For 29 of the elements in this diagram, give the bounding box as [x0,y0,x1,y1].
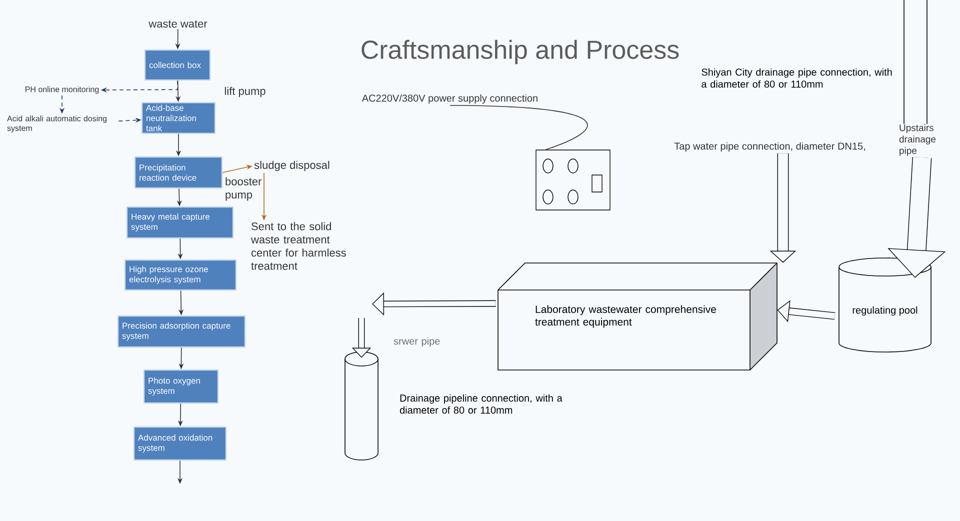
node-label: regulating pool [852,306,918,316]
process-box: Photo oxygen system [143,369,219,404]
process-box: Acid-base neutralization tank [141,102,216,134]
power-socket-drawing [536,150,610,210]
cylinder-tank-drawing: regulating pool [838,258,932,352]
process-box: collection box [144,49,211,81]
process-box: Heavy metal capture system [126,206,234,239]
text-label: Sent to the solid waste treatment center for harmless treatment [251,222,346,270]
text-label: waste water [148,20,208,28]
process-box: Precision adsorption capture system [117,315,246,348]
text-label: Upstairs drainage pipe [899,124,936,156]
pipe-caption: srwer pipe [394,337,440,347]
text-label: Shiyan City drainage pipe connection, with a diameter of 80 or 110mm [702,68,892,88]
text-label: AC220V/380V power supply connection [362,94,538,104]
node-label: Laboratory wastewater comprehensive treatment equipment [535,305,716,328]
text-label: PH online monitoring [26,86,99,94]
cylinder-tank-drawing [344,352,378,460]
title: Craftsmanship and Process [362,40,679,64]
text-label: Tap water pipe connection, diameter DN15, [674,142,865,152]
process-box: High pressure ozone electrolysis system [124,259,237,291]
text-label: sludge disposal [254,160,330,172]
text-label: booster pump [226,177,262,201]
equipment-box-drawing: Laboratory wastewater comprehensive treatment equipment [498,262,778,370]
pipe-caption: Drainage pipeline connection, with a diameter of 80 or 110mm [400,394,562,414]
text-label: Acid alkali automatic dosing system [7,115,107,133]
process-box: Advanced oxidation system [133,426,227,461]
process-box: Precipitation reaction device [134,156,223,189]
cable [450,104,588,150]
text-label: lift pump [224,86,266,98]
